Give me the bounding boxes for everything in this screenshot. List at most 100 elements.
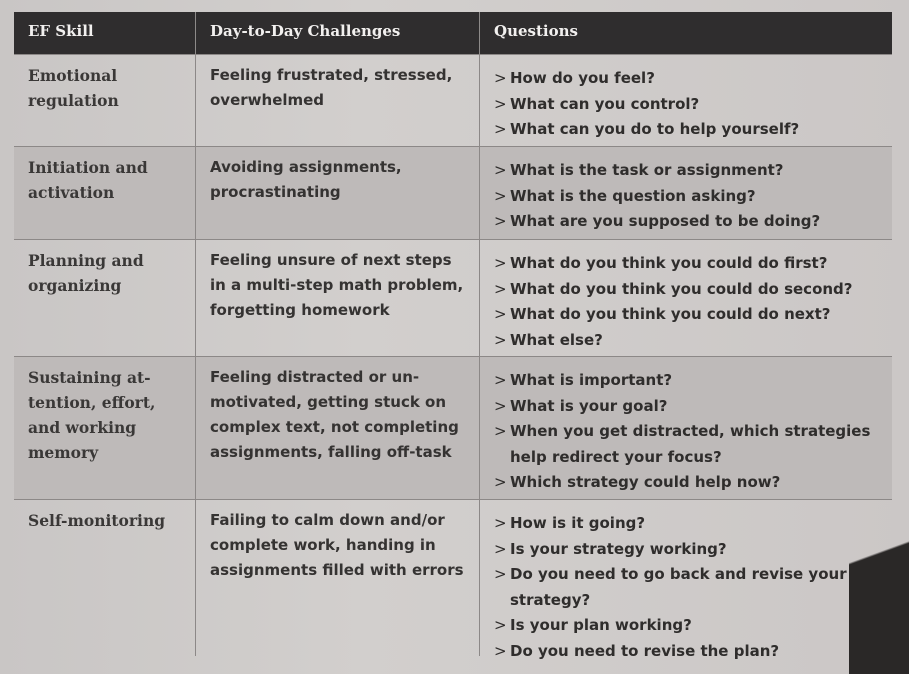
- skill-cell: Sustaining at-tention, effort, and workin…: [14, 357, 196, 499]
- challenge-line: assignments, falling off-task: [210, 443, 452, 461]
- question-text: strategy?: [510, 590, 591, 609]
- table-row: Initiation and activation Avoiding assignm…: [14, 146, 892, 239]
- challenge-cell: Avoiding assignments, procrastinating: [196, 147, 480, 239]
- question-list: >What do you think you could do first?>W…: [494, 248, 892, 353]
- question-text: How is it going?: [510, 514, 646, 532]
- header-day-to-day-challenges: Day-to-Day Challenges: [196, 12, 480, 54]
- arrow-icon: >: [494, 94, 507, 113]
- question-text: What can you control?: [510, 94, 700, 113]
- question-item: >Is your plan working?: [494, 613, 892, 639]
- question-text: What do you think you could do next?: [510, 305, 831, 323]
- question-item: >What are you supposed to be doing?: [494, 209, 892, 235]
- skill-line: tention, effort,: [28, 393, 156, 412]
- arrow-icon: >: [494, 539, 507, 558]
- skill-line: Self-monitoring: [28, 511, 166, 530]
- questions-cell: >How do you feel?>What can you control?>…: [480, 55, 892, 146]
- question-item: >Do you need to revise the plan?: [494, 639, 892, 665]
- challenge-line: Failing to calm down and/or: [210, 511, 445, 529]
- question-text: Is your plan working?: [510, 616, 692, 634]
- challenge-line: Feeling frustrated, stressed,: [210, 66, 453, 84]
- question-item: >What can you do to help yourself?: [494, 117, 892, 143]
- question-item: >How do you feel?: [494, 66, 892, 92]
- arrow-icon: >: [494, 565, 507, 583]
- challenge-cell: Feeling distracted or un-motivated, gett…: [196, 357, 480, 499]
- challenge-line: complete work, handing in: [210, 536, 436, 554]
- challenge-line: overwhelmed: [210, 91, 325, 109]
- ef-skills-table: EF Skill Day-to-Day Challenges Questions…: [14, 12, 892, 660]
- question-text: What is your goal?: [510, 396, 668, 415]
- question-text: What else?: [510, 330, 603, 349]
- question-list: >What is important?>What is your goal?>W…: [494, 365, 892, 496]
- arrow-icon: >: [494, 330, 507, 349]
- challenge-line: procrastinating: [210, 183, 341, 201]
- challenge-cell: Failing to calm down and/or complete work…: [196, 500, 480, 656]
- question-text: What are you supposed to be doing?: [510, 212, 821, 230]
- skill-line: Initiation and: [28, 158, 148, 177]
- question-item: >Do you need to go back and revise your: [494, 562, 892, 588]
- question-item: >Is your strategy working?: [494, 537, 892, 563]
- challenge-line: in a multi-step math problem,: [210, 276, 464, 294]
- arrow-icon: >: [494, 254, 507, 272]
- challenge-line: Feeling unsure of next steps: [210, 251, 452, 269]
- skill-line: Emotional: [28, 66, 118, 85]
- questions-cell: >What do you think you could do first?>W…: [480, 240, 892, 356]
- challenge-line: motivated, getting stuck on: [210, 393, 447, 411]
- question-item: >What else?: [494, 328, 892, 354]
- arrow-icon: >: [494, 641, 507, 660]
- question-item: >What do you think you could do next?: [494, 302, 892, 328]
- header-ef-skill: EF Skill: [14, 12, 196, 54]
- questions-cell: >How is it going?>Is your strategy worki…: [480, 500, 892, 660]
- question-text: Do you need to revise the plan?: [510, 641, 780, 660]
- question-text: What is the task or assignment?: [510, 161, 784, 179]
- question-text: What is important?: [510, 371, 673, 389]
- question-item: >What is your goal?: [494, 394, 892, 420]
- question-text: Do you need to go back and revise your: [510, 565, 847, 583]
- skill-line: activation: [28, 183, 115, 202]
- question-text: Is your strategy working?: [510, 539, 727, 558]
- header-questions: Questions: [494, 22, 578, 40]
- questions-cell: >What is the task or assignment?>What is…: [480, 147, 892, 239]
- arrow-icon: >: [494, 212, 507, 230]
- question-item: help redirect your focus?: [494, 445, 892, 471]
- question-text: Which strategy could help now?: [510, 473, 781, 491]
- arrow-icon: >: [494, 371, 507, 389]
- arrow-icon: >: [494, 186, 507, 205]
- corner-shadow: [849, 474, 909, 674]
- challenge-line: Avoiding assignments,: [210, 158, 402, 176]
- skill-line: Sustaining at-: [28, 368, 151, 387]
- question-item: >What can you control?: [494, 92, 892, 118]
- skill-line: regulation: [28, 91, 119, 110]
- table-row: Emotional regulation Feeling frustrated, s…: [14, 54, 892, 146]
- challenge-line: assignments filled with errors: [210, 561, 464, 579]
- question-item: >What do you think you could do first?: [494, 251, 892, 277]
- question-list: >What is the task or assignment?>What is…: [494, 155, 892, 235]
- skill-cell: Emotional regulation: [14, 55, 196, 146]
- skill-line: Planning and: [28, 251, 144, 270]
- question-item: >How is it going?: [494, 511, 892, 537]
- question-item: >What is important?: [494, 368, 892, 394]
- table-row: Sustaining at-tention, effort, and workin…: [14, 356, 892, 499]
- arrow-icon: >: [494, 161, 507, 179]
- arrow-icon: >: [494, 305, 507, 323]
- challenge-cell: Feeling frustrated, stressed, overwhelmed: [196, 55, 480, 146]
- table-body: Emotional regulation Feeling frustrated, s…: [14, 54, 892, 660]
- question-item: strategy?: [494, 588, 892, 614]
- arrow-icon: >: [494, 616, 507, 634]
- arrow-icon: >: [494, 279, 507, 298]
- arrow-icon: >: [494, 69, 507, 87]
- skill-line: and working: [28, 418, 137, 437]
- challenge-cell: Feeling unsure of next steps in a multi-s…: [196, 240, 480, 356]
- challenge-line: Feeling distracted or un-: [210, 368, 420, 386]
- arrow-icon: >: [494, 396, 507, 415]
- question-item: >What is the question asking?: [494, 184, 892, 210]
- challenge-line: forgetting homework: [210, 301, 390, 319]
- question-text: When you get distracted, which strategie…: [510, 422, 871, 440]
- table-header-row: EF Skill Day-to-Day Challenges Questions: [14, 12, 892, 54]
- challenge-line: complex text, not completing: [210, 418, 459, 436]
- question-item: >When you get distracted, which strategi…: [494, 419, 892, 445]
- arrow-icon: >: [494, 514, 507, 532]
- arrow-icon: >: [494, 120, 507, 138]
- skill-cell: Initiation and activation: [14, 147, 196, 239]
